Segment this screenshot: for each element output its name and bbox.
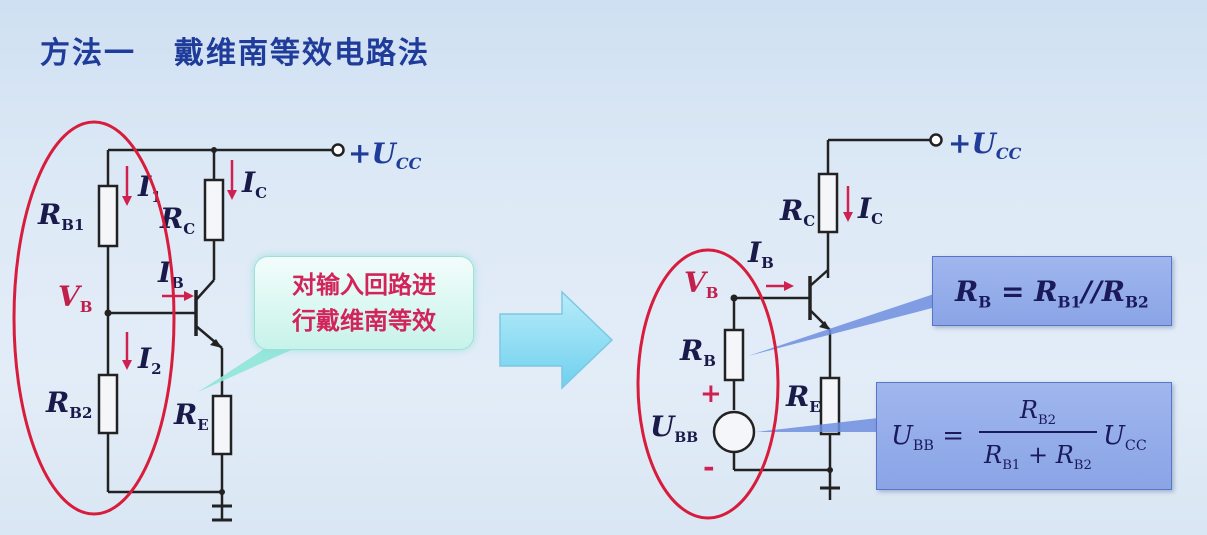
ubb-formula-lhs: UBB = bbox=[891, 421, 964, 455]
right-ubb-label: UBB bbox=[650, 410, 698, 446]
right-vb-label: VB bbox=[684, 266, 718, 302]
rc-resistor bbox=[203, 178, 225, 242]
slide-title: 方法一 戴维南等效电路法 bbox=[40, 28, 430, 72]
callout-pointer bbox=[198, 340, 300, 392]
right-rb-resistor bbox=[723, 328, 745, 382]
right-vcc-label: +UCC bbox=[948, 127, 1022, 163]
vcc-label: +UCC bbox=[348, 137, 422, 173]
ubb-minus-sign: - bbox=[703, 450, 715, 483]
rb2-resistor bbox=[97, 373, 119, 435]
ubb-formula-pointer bbox=[756, 418, 878, 432]
ubb-formula-rhs: UCC bbox=[1103, 421, 1147, 455]
right-rc-resistor bbox=[817, 172, 839, 234]
ubb-plus-sign: + bbox=[700, 379, 722, 409]
vb-node bbox=[104, 309, 112, 317]
callout-line-1: 对输入回路进 bbox=[292, 271, 436, 299]
callout-line-2: 行戴维南等效 bbox=[292, 307, 436, 335]
right-re-label: RE bbox=[785, 380, 821, 416]
right-rb-label: RB bbox=[679, 334, 716, 370]
rb-formula-box: RB = RB1//RB2 bbox=[932, 256, 1172, 326]
rb2-label: RB2 bbox=[45, 386, 92, 422]
right-vcc-terminal-icon bbox=[929, 133, 943, 147]
title-topic: 戴维南等效电路法 bbox=[174, 36, 430, 71]
thevenin-callout: 对输入回路进 行戴维南等效 bbox=[254, 256, 474, 350]
ic-label: IC bbox=[241, 166, 267, 202]
right-labels: +UCC RC IC IB VB RB + UBB - RE bbox=[650, 127, 1022, 483]
re-resistor bbox=[211, 394, 233, 456]
vb-label: VB bbox=[58, 280, 92, 316]
rb-formula-pointer bbox=[748, 294, 940, 356]
equivalence-arrow-icon bbox=[499, 290, 614, 390]
right-ib-label: IB bbox=[747, 236, 774, 272]
left-labels: +UCC RB1 I1 RC IC IB VB I2 RB2 RE bbox=[37, 137, 422, 434]
right-highlight-ellipse bbox=[636, 248, 780, 520]
left-circuit bbox=[97, 143, 345, 522]
ubb-formula-fraction: RB2 RB1 + RB2 bbox=[979, 391, 1097, 475]
re-label: RE bbox=[173, 398, 209, 434]
right-rc-label: RC bbox=[779, 194, 815, 230]
left-highlight-ellipse bbox=[12, 120, 176, 516]
ubb-source-icon bbox=[712, 410, 756, 454]
rb1-label: RB1 bbox=[37, 198, 84, 234]
i2-label: I2 bbox=[137, 342, 162, 378]
title-method: 方法一 bbox=[40, 36, 136, 71]
right-current-arrows bbox=[766, 186, 853, 291]
rb-formula: RB = RB1//RB2 bbox=[955, 275, 1149, 312]
right-ic-label: IC bbox=[857, 192, 883, 228]
rb1-resistor bbox=[97, 184, 119, 248]
ubb-formula-box: UBB = RB2 RB1 + RB2 UCC bbox=[876, 382, 1172, 490]
vcc-terminal-icon bbox=[331, 143, 345, 157]
right-circuit bbox=[712, 133, 943, 500]
rc-label: RC bbox=[159, 202, 195, 238]
